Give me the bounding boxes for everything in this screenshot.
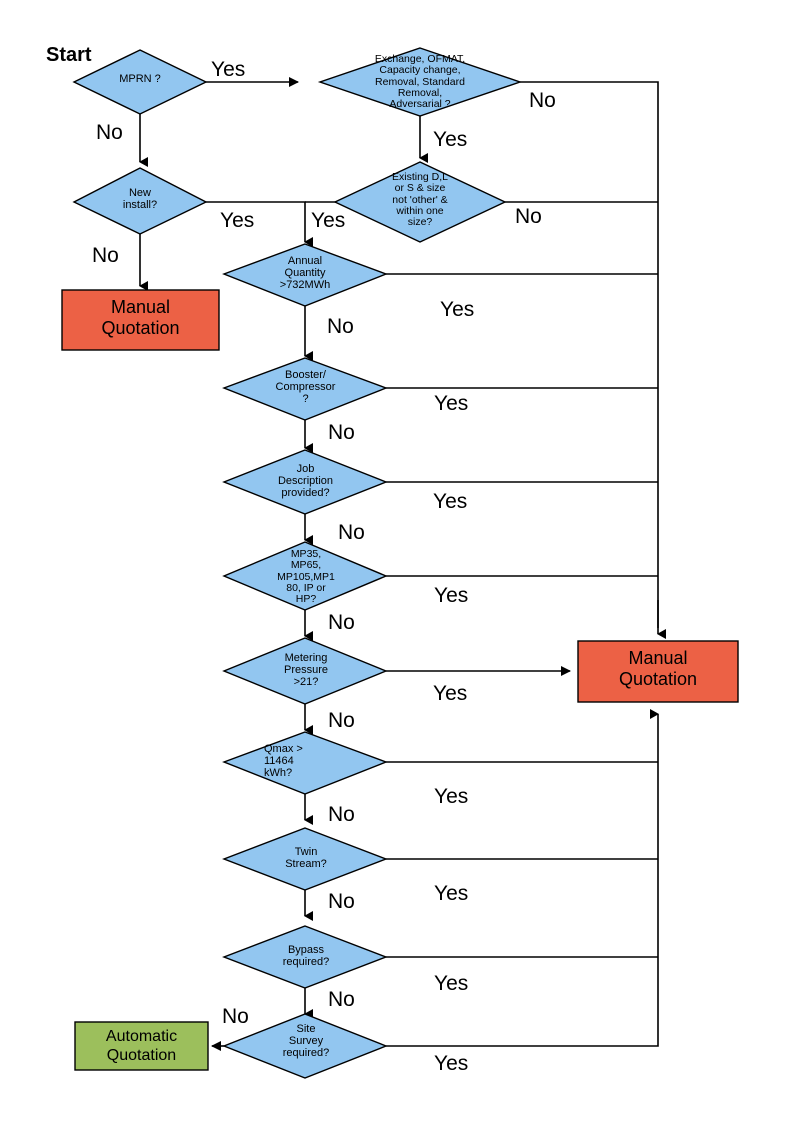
edge-label-mprn-yes: Yes [211, 58, 246, 81]
edge-label-job-no: No [338, 521, 365, 544]
edge-label-bypass-yes: Yes [434, 972, 469, 995]
edge-label-new-install-yes: Yes [220, 209, 255, 232]
connector-lines [139, 77, 666, 1051]
decision-exchange[interactable] [317, 47, 523, 117]
edge-label-annual-no: No [327, 315, 354, 338]
edge-label-mprn-no: No [96, 121, 123, 144]
decision-new-install[interactable] [72, 167, 208, 235]
terminal-manual-right[interactable] [577, 640, 739, 703]
decision-booster[interactable] [222, 357, 388, 421]
edge-label-exchange-no: No [529, 89, 556, 112]
edge-label-existing-yes: Yes [311, 209, 346, 232]
edge-label-annual-yes: Yes [440, 298, 475, 321]
edge-label-metering-no: No [328, 709, 355, 732]
edge-label-mp-no: No [328, 611, 355, 634]
decision-shapes [72, 47, 523, 1079]
edge-label-twin-no: No [328, 890, 355, 913]
decision-mp-pressure[interactable] [222, 541, 388, 611]
terminal-manual-left[interactable] [61, 289, 220, 351]
edge-label-existing-no: No [515, 205, 542, 228]
decision-bypass[interactable] [222, 925, 388, 989]
terminal-shapes [61, 289, 739, 1071]
edge-label-metering-yes: Yes [433, 682, 468, 705]
decision-qmax[interactable] [222, 731, 388, 795]
decision-site-survey[interactable] [222, 1013, 388, 1079]
terminal-automatic[interactable] [74, 1021, 209, 1071]
edge-label-job-yes: Yes [433, 490, 468, 513]
decision-annual-qty[interactable] [222, 243, 388, 307]
edge-label-twin-yes: Yes [434, 882, 469, 905]
edge-label-qmax-yes: Yes [434, 785, 469, 808]
edge-label-booster-no: No [328, 421, 355, 444]
edge-label-exchange-yes: Yes [433, 128, 468, 151]
start-label: Start [46, 44, 92, 66]
decision-twin-stream[interactable] [222, 827, 388, 891]
decision-metering[interactable] [222, 637, 388, 705]
edge-label-qmax-no: No [328, 803, 355, 826]
decision-mprn[interactable] [72, 49, 208, 115]
edge-label-mp-yes: Yes [434, 584, 469, 607]
decision-job-desc[interactable] [222, 449, 388, 515]
edge-label-site-no: No [222, 1005, 249, 1028]
edge-label-site-yes: Yes [434, 1052, 469, 1075]
decision-existing[interactable] [333, 161, 507, 243]
edge-label-booster-yes: Yes [434, 392, 469, 415]
edge-label-bypass-no: No [328, 988, 355, 1011]
edge-label-new-install-no: No [92, 244, 119, 267]
